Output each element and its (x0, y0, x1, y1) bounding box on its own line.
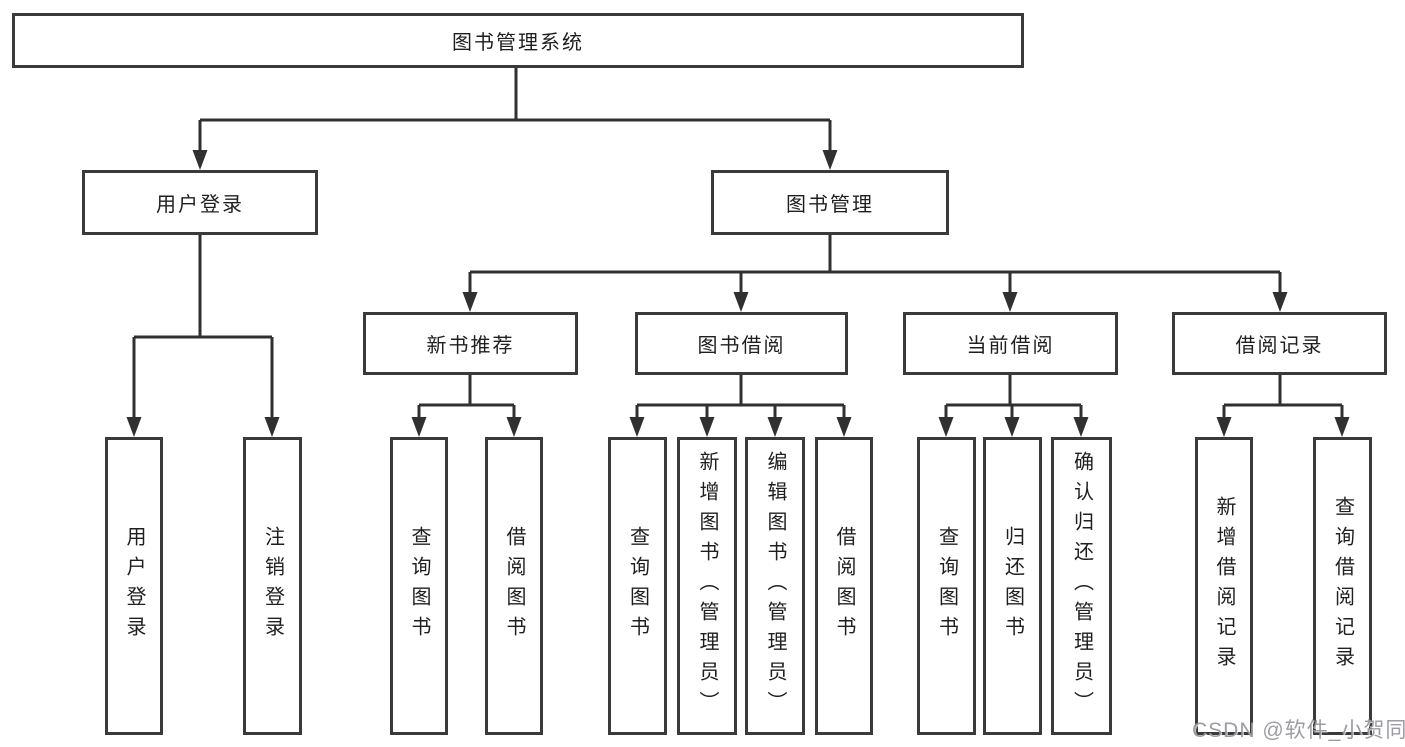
node-leaf-current-return: 归还图书 (983, 437, 1042, 735)
node-leaf-newbook-query: 查询图书 (390, 437, 448, 735)
node-leaf-current-query: 查询图书 (917, 437, 976, 735)
node-label: 当前借阅 (966, 335, 1055, 357)
node-root-system: 图书管理系统 (12, 13, 1024, 68)
node-leaf-user-login: 用户登录 (105, 437, 163, 735)
node-label: 归还图书 (1001, 526, 1024, 646)
node-borrow-record: 借阅记录 (1172, 312, 1387, 375)
node-label: 注销登录 (261, 526, 284, 646)
node-label: 查询图书 (408, 526, 430, 646)
node-label: 图书管理系统 (452, 32, 584, 54)
node-leaf-current-confirm-admin: 确认归还（管理员） (1051, 437, 1112, 735)
node-label: 新增图书（管理员） (696, 451, 718, 721)
node-label: 编辑图书（管理员） (764, 451, 786, 721)
node-label: 新书推荐 (426, 335, 515, 357)
node-label: 查询图书 (935, 526, 958, 646)
node-leaf-borrow-edit-admin: 编辑图书（管理员） (745, 437, 805, 735)
arrowheads (126, 150, 1350, 437)
node-label: 借阅图书 (833, 526, 855, 646)
node-label: 图书管理 (786, 194, 874, 216)
node-leaf-borrow-query: 查询图书 (608, 437, 667, 735)
node-user-login: 用户登录 (82, 170, 318, 235)
node-leaf-record-add: 新增借阅记录 (1195, 437, 1253, 735)
node-leaf-borrow-add-admin: 新增图书（管理员） (677, 437, 737, 735)
node-leaf-newbook-borrow: 借阅图书 (485, 437, 543, 735)
node-leaf-borrow-book: 借阅图书 (815, 437, 873, 735)
node-label: 借阅图书 (503, 526, 525, 646)
node-book-management: 图书管理 (711, 170, 949, 235)
csdn-watermark: CSDN @软件_小贺同学 (1192, 719, 1405, 742)
node-current-borrow: 当前借阅 (903, 312, 1118, 375)
node-label: 用户登录 (123, 526, 145, 646)
node-label: 确认归还（管理员） (1070, 451, 1093, 721)
node-book-borrow: 图书借阅 (635, 312, 848, 375)
node-label: 新增借阅记录 (1213, 496, 1235, 676)
node-label: 查询借阅记录 (1331, 496, 1354, 676)
node-label: 查询图书 (626, 526, 649, 646)
node-label: 借阅记录 (1235, 335, 1324, 357)
node-label: 图书借阅 (697, 335, 786, 357)
node-new-book-recommend: 新书推荐 (363, 312, 578, 375)
node-leaf-logout: 注销登录 (243, 437, 302, 735)
node-label: 用户登录 (156, 194, 244, 216)
node-leaf-record-query: 查询借阅记录 (1313, 437, 1372, 735)
